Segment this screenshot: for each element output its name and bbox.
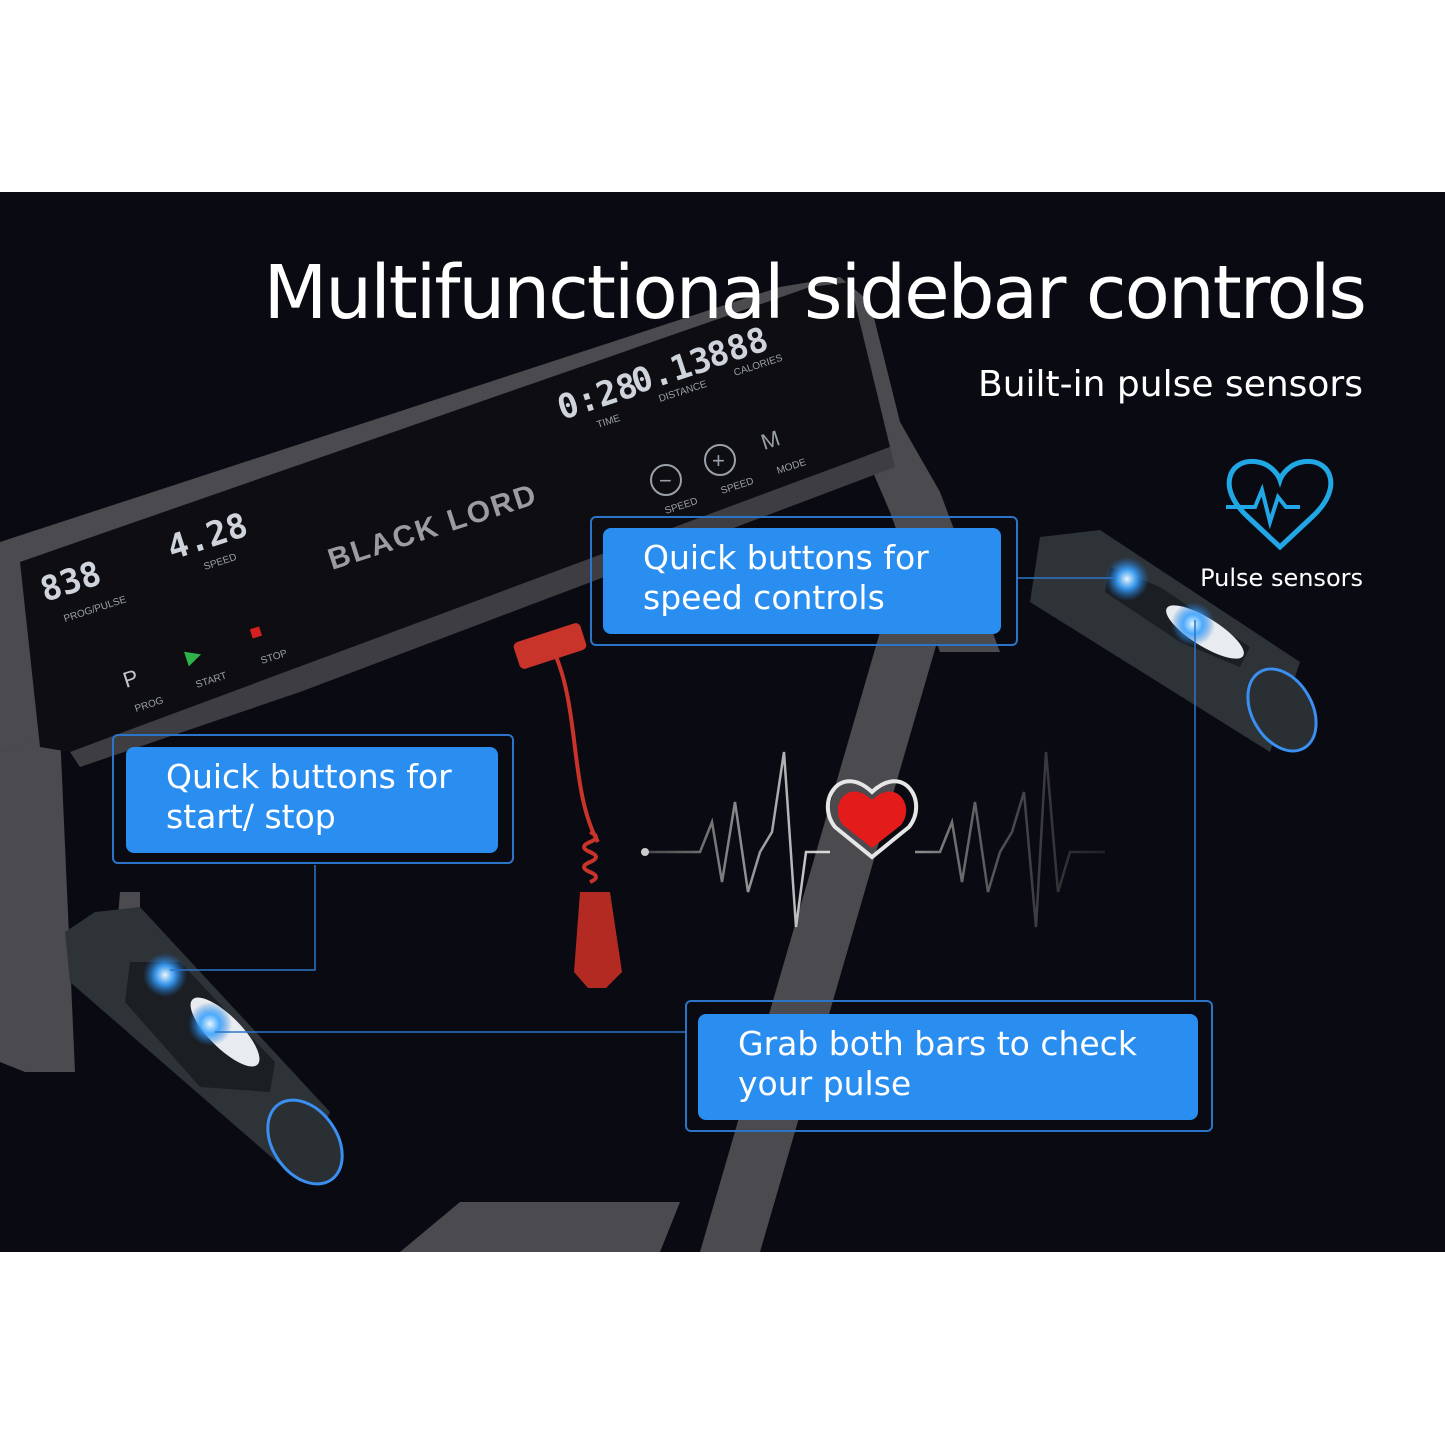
pulse-sensors-label: Pulse sensors <box>1200 564 1363 592</box>
callout-start-stop-line-1: Quick buttons for <box>166 757 452 796</box>
callout-frame-speed <box>590 516 1018 646</box>
callout-pulse-line-1: Grab both bars to check <box>738 1024 1137 1063</box>
speed-up-glyph: + <box>712 448 725 473</box>
left-pulse-sensor-glow <box>143 953 187 997</box>
left-handlebar <box>65 907 344 1186</box>
safety-key[interactable] <box>512 622 622 988</box>
right-handlebar <box>1030 530 1318 753</box>
pulse-sensors-icon <box>1226 458 1334 551</box>
callout-frame-start-stop <box>112 734 514 864</box>
speed-down-glyph: − <box>659 468 672 493</box>
right-pulse-sensor-glow <box>1105 557 1149 601</box>
callout-start-stop-line-2: start/ stop <box>166 797 336 836</box>
heartbeat-graphic <box>641 751 1105 928</box>
callout-pulse-line-2: your pulse <box>738 1064 912 1103</box>
page-subtitle: Built-in pulse sensors <box>978 364 1363 405</box>
callout-speed-line-1: Quick buttons for <box>643 538 929 577</box>
callout-frame-pulse <box>685 1000 1213 1132</box>
callout-start-stop: Quick buttons for start/ stop <box>126 747 498 853</box>
treadmill-scene: 838 PROG/PULSE 4.28 SPEED 0:28 TIME 0.13… <box>0 277 1334 1252</box>
heart-icon <box>837 791 907 848</box>
product-banner: 838 PROG/PULSE 4.28 SPEED 0:28 TIME 0.13… <box>0 192 1445 1252</box>
callout-speed-controls: Quick buttons for speed controls <box>603 528 1001 634</box>
start-glyph: ▶ <box>183 643 205 669</box>
callout-check-pulse: Grab both bars to check your pulse <box>698 1014 1198 1120</box>
console-panel <box>20 282 895 767</box>
page-title: Multifunctional sidebar controls <box>263 250 1367 336</box>
callout-speed-line-2: speed controls <box>643 578 885 617</box>
callout-connectors <box>170 577 1196 1033</box>
